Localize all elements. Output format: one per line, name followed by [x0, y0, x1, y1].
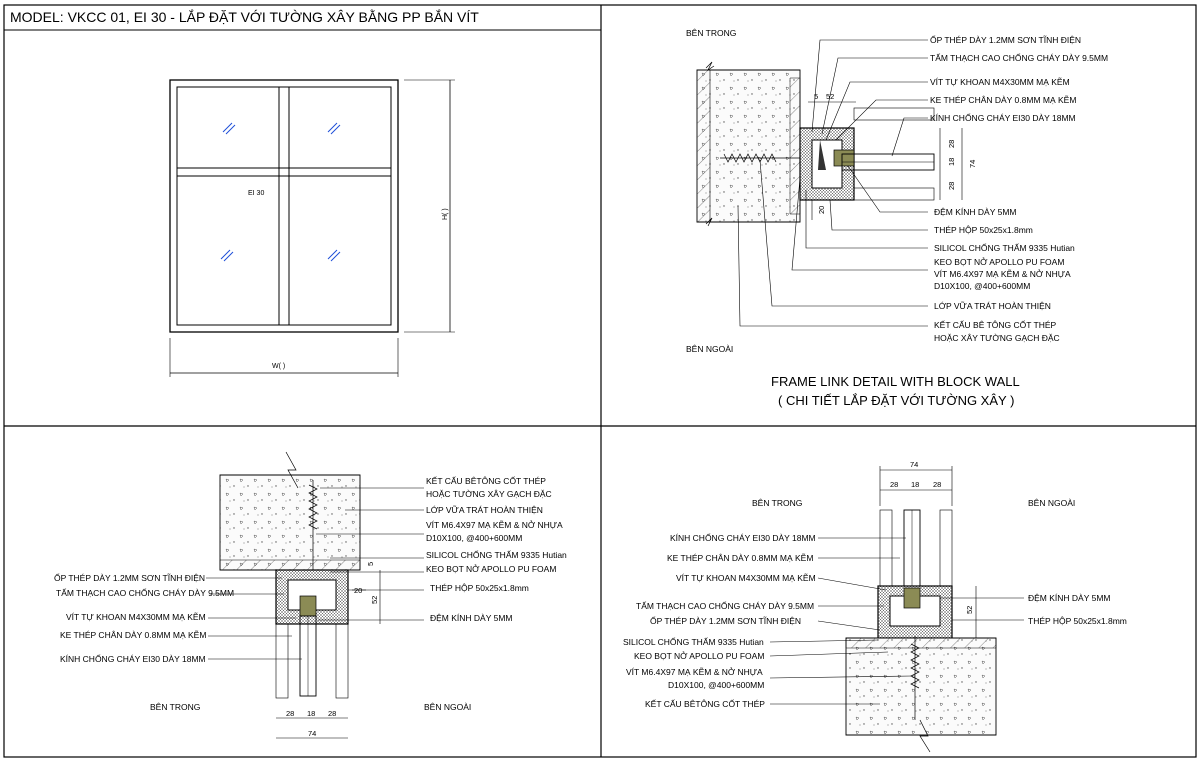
callout-bl-l4: KÍNH CHỐNG CHÁY EI30 DÀY 18MM: [60, 653, 206, 664]
dim-bl-74: 74: [308, 729, 316, 738]
dim-br-74: 74: [910, 460, 918, 469]
inside-label-tr: BÊN TRONG: [686, 28, 736, 38]
callout-bl-l0: ỐP THÉP DÀY 1.2MM SƠN TĨNH ĐIỆN: [54, 572, 205, 583]
dim-tr-5: 5: [814, 92, 818, 101]
window-elevation: EI 30 W( ) H( ): [169, 79, 455, 377]
dim-tr-28a: 28: [947, 140, 956, 148]
height-dimension: H( ): [442, 208, 449, 220]
callout-bl-r0: KẾT CẤU BÊTÔNG CỐT THÉP: [426, 475, 546, 486]
callout-tr-1: TẤM THẠCH CAO CHỐNG CHÁY DÀY 9.5MM: [930, 52, 1108, 63]
outside-label-bl: BÊN NGOÀI: [424, 702, 471, 712]
detail-bottom-right: BÊN TRONG BÊN NGOÀI 74 28 18 28 52: [623, 460, 1127, 753]
caption-vi: ( CHI TIẾT LẮP ĐẶT VỚI TƯỜNG XÂY ): [778, 393, 1014, 408]
dim-tr-20: 20: [817, 206, 826, 214]
callout-tr-0: ỐP THÉP DÀY 1.2MM SƠN TĨNH ĐIỆN: [930, 34, 1081, 45]
callout-br-l7: VÍT M6.4X97 MẠ KẼM & NỞ NHỰA: [626, 666, 763, 677]
dim-bl-5: 5: [366, 562, 375, 566]
callout-bl-r3: VÍT M6.4X97 MẠ KẼM & NỞ NHỰA: [426, 519, 563, 530]
callout-tr-5: ĐỆM KÍNH DÀY 5MM: [934, 207, 1017, 217]
callout-br-r1: THÉP HỘP 50x25x1.8mm: [1028, 616, 1127, 626]
callout-tr-11: LỚP VỮA TRÁT HOÀN THIỆN: [934, 301, 1051, 311]
callout-tr-3: KE THÉP CHÂN DÀY 0.8MM MẠ KẼM: [930, 95, 1076, 105]
callout-br-l0: KÍNH CHỐNG CHÁY EI30 DÀY 18MM: [670, 532, 816, 543]
panel-label: EI 30: [248, 190, 264, 197]
callout-tr-4: KÍNH CHỐNG CHÁY EI30 DÀY 18MM: [930, 112, 1076, 123]
caption-en: FRAME LINK DETAIL WITH BLOCK WALL: [771, 374, 1020, 389]
callout-br-l2: VÍT TỰ KHOAN M4X30MM MẠ KẼM: [676, 573, 816, 583]
outside-label-tr: BÊN NGOÀI: [686, 344, 733, 354]
dim-bl-18: 18: [307, 709, 315, 718]
dim-tr-74: 74: [968, 160, 977, 168]
dim-br-28a: 28: [890, 480, 898, 489]
outside-label-br: BÊN NGOÀI: [1028, 498, 1075, 508]
callout-bl-r8: ĐỆM KÍNH DÀY 5MM: [430, 613, 513, 623]
callout-tr-13: HOẶC XÂY TƯỜNG GẠCH ĐẶC: [934, 333, 1060, 343]
detail-bottom-left: 5 20 52 28 18 28 74 KẾT CẤU BÊTÔNG CỐT T…: [54, 451, 567, 739]
callout-tr-10: D10X100, @400+600MM: [934, 281, 1030, 291]
callout-bl-l2: VÍT TỰ KHOAN M4X30MM MẠ KẼM: [66, 612, 206, 622]
inside-label-bl: BÊN TRONG: [150, 702, 200, 712]
callout-tr-6: THÉP HỘP 50x25x1.8mm: [934, 225, 1033, 235]
callout-br-l6: KEO BỌT NỞ APOLLO PU FOAM: [634, 650, 764, 661]
dim-br-18: 18: [911, 480, 919, 489]
dim-bl-28b: 28: [328, 709, 336, 718]
dim-bl-28a: 28: [286, 709, 294, 718]
callout-bl-r1: HOẶC TƯỜNG XÂY GẠCH ĐẶC: [426, 489, 552, 499]
callout-tr-8: KEO BỌT NỞ APOLLO PU FOAM: [934, 256, 1064, 267]
inside-label-br: BÊN TRONG: [752, 498, 802, 508]
detail-top-right: BÊN TRONG BÊN NGOÀI 5 52 28: [686, 28, 1108, 408]
callout-bl-r4: D10X100, @400+600MM: [426, 533, 522, 543]
callout-bl-r5: SILICOL CHỐNG THẤM 9335 Hutian: [426, 549, 567, 560]
dim-tr-18: 18: [947, 158, 956, 166]
callout-br-r0: ĐỆM KÍNH DÀY 5MM: [1028, 593, 1111, 603]
callout-tr-12: KẾT CẤU BÊ TÔNG CỐT THÉP: [934, 319, 1057, 330]
callout-br-l3: TẤM THẠCH CAO CHỐNG CHÁY DÀY 9.5MM: [636, 600, 814, 611]
callout-br-l1: KE THÉP CHÂN DÀY 0.8MM MẠ KẼM: [667, 553, 813, 563]
callout-br-l9: KẾT CẤU BÊTÔNG CỐT THÉP: [645, 698, 765, 709]
callout-br-l5: SILICOL CHỐNG THẤM 9335 Hutian: [623, 636, 764, 647]
callout-bl-r7: THÉP HỘP 50x25x1.8mm: [430, 583, 529, 593]
callout-bl-l1: TẤM THẠCH CAO CHỐNG CHÁY DÀY 9.5MM: [56, 587, 234, 598]
dim-tr-28b: 28: [947, 182, 956, 190]
dim-bl-20: 20: [354, 586, 362, 595]
dim-bl-52: 52: [370, 596, 379, 604]
callout-tr-2: VÍT TỰ KHOAN M4X30MM MẠ KẼM: [930, 77, 1070, 87]
callout-tr-9: VÍT M6.4X97 MẠ KẼM & NỞ NHỰA: [934, 268, 1071, 279]
width-dimension: W( ): [272, 363, 285, 370]
callout-tr-7: SILICOL CHỐNG THẤM 9335 Hutian: [934, 242, 1075, 253]
dim-br-52: 52: [965, 606, 974, 614]
callout-bl-r6: KEO BỌT NỞ APOLLO PU FOAM: [426, 563, 556, 574]
sheet-title: MODEL: VKCC 01, EI 30 - LẮP ĐẶT VỚI TƯỜN…: [10, 8, 479, 25]
dim-br-28b: 28: [933, 480, 941, 489]
callout-br-l8: D10X100, @400+600MM: [668, 680, 764, 690]
callout-bl-l3: KE THÉP CHÂN DÀY 0.8MM MẠ KẼM: [60, 630, 206, 640]
callout-br-l4: ỐP THÉP DÀY 1.2MM SƠN TĨNH ĐIỆN: [650, 615, 801, 626]
callout-bl-r2: LỚP VỮA TRÁT HOÀN THIỆN: [426, 505, 543, 515]
